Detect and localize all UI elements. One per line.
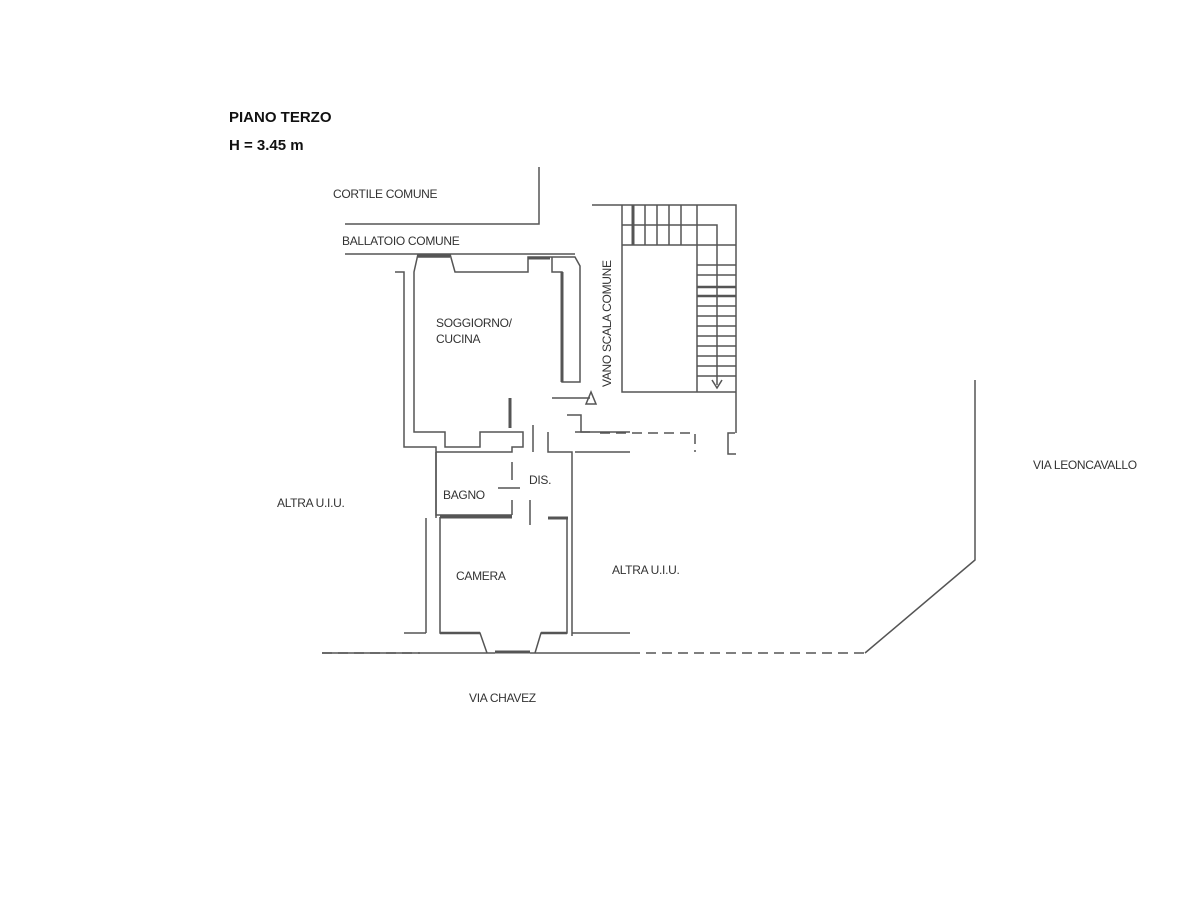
label-altra-right: ALTRA U.I.U. (612, 563, 680, 577)
label-bagno: BAGNO (443, 488, 485, 502)
label-via-leoncavallo: VIA LEONCAVALLO (1033, 458, 1137, 472)
label-cortile: CORTILE COMUNE (333, 187, 438, 201)
label-cucina: CUCINA (436, 332, 481, 346)
bagno-walls (435, 452, 520, 516)
floor-title: PIANO TERZO (229, 109, 332, 126)
label-dis: DIS. (529, 473, 552, 487)
corridor-wall (575, 431, 630, 453)
floor-height: H = 3.45 m (229, 137, 304, 154)
label-camera: CAMERA (456, 569, 506, 583)
label-ballatoio: BALLATOIO COMUNE (342, 234, 460, 248)
label-altra-left: ALTRA U.I.U. (277, 496, 345, 510)
stair-wall-end (727, 432, 736, 455)
label-via-chavez: VIA CHAVEZ (469, 691, 536, 705)
label-vano-scala: VANO SCALA COMUNE (600, 260, 614, 387)
side-walls (404, 518, 630, 634)
window (418, 254, 550, 260)
soggiorno-right-wall (550, 256, 581, 383)
soggiorno-inner-wall (413, 253, 524, 453)
stair-outer (592, 204, 737, 433)
cortile-wall (345, 167, 540, 225)
outer-left-wall (395, 271, 437, 518)
label-soggiorno: SOGGIORNO/ (436, 316, 512, 330)
dis-walls (532, 414, 590, 636)
stair-box (621, 205, 736, 393)
entrance-symbol (552, 390, 598, 405)
dashed-wall (600, 432, 696, 452)
camera-door (529, 500, 568, 525)
leoncavallo-boundary (864, 380, 976, 654)
